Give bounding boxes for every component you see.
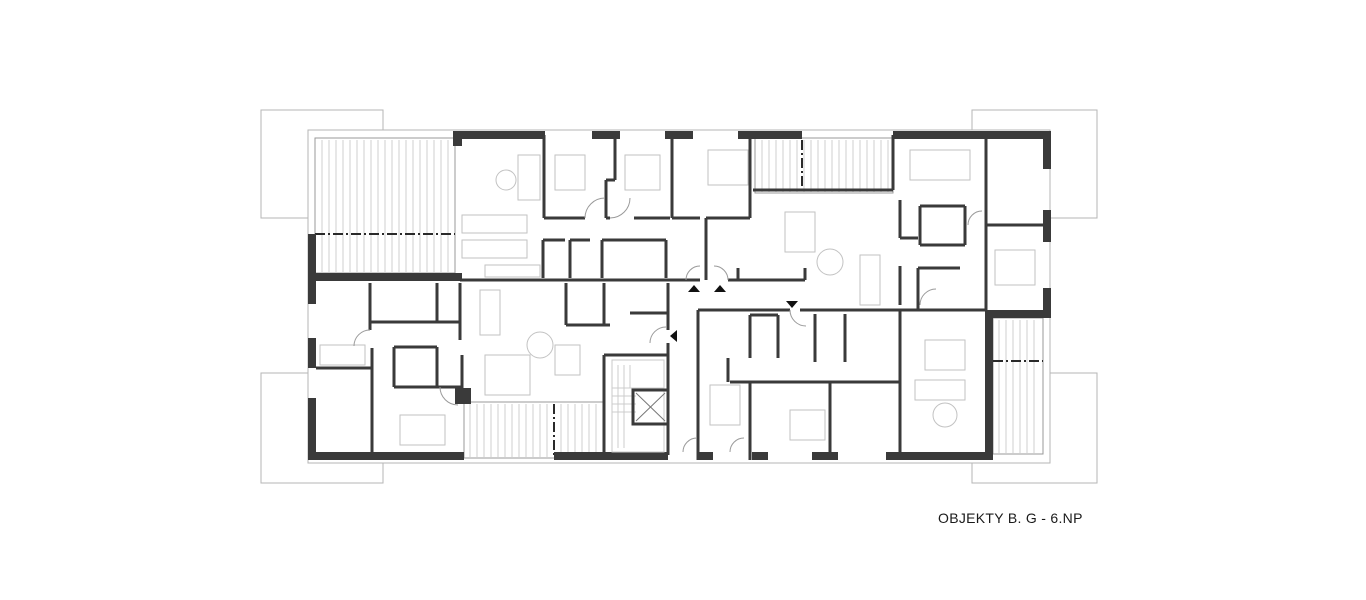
entrance-arrow-left-icon: [670, 330, 677, 342]
door-swings: [353, 197, 983, 453]
balcony-right: [992, 317, 1044, 455]
drawing-caption: OBJEKTY B. G - 6.NP: [938, 510, 1083, 526]
exterior-walls: [308, 131, 1051, 460]
entrance-arrow-down-icon: [786, 301, 798, 308]
elevator: [631, 388, 670, 426]
entrance-arrow-up-icon: [688, 285, 700, 292]
entrance-markers: [670, 285, 798, 342]
staircase: [611, 359, 665, 453]
balcony-top-left: [314, 137, 456, 274]
balcony-top-center: [754, 137, 894, 194]
terrace-outline: [260, 109, 1098, 484]
entrance-arrow-up-icon: [714, 285, 726, 292]
furniture: [319, 149, 1036, 446]
interior-walls: [316, 135, 1048, 460]
balcony-bottom-center: [463, 401, 605, 459]
